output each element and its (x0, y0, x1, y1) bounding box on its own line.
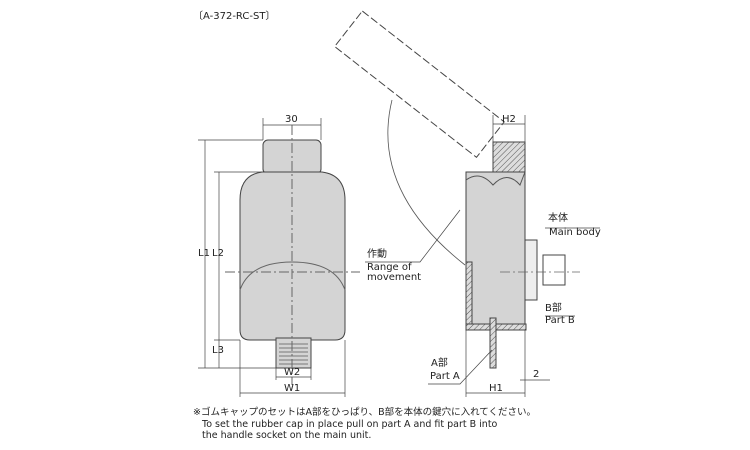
dim-w2: W2 (284, 367, 301, 378)
bolt-assembly (542, 254, 566, 286)
range-label-jp: 作動 (367, 249, 387, 260)
cap-tab-ribs (279, 343, 308, 365)
side-dimensions (365, 115, 600, 397)
note-jp: ※ゴムキャップのセットはA部をひっぱり、B部を本体の鍵穴に入れてください。 (193, 407, 537, 418)
range-label-en-1: Range of (367, 262, 412, 273)
instruction-note: ※ゴムキャップのセットはA部をひっぱり、B部を本体の鍵穴に入れてください。 To… (193, 407, 536, 442)
main-body (465, 171, 526, 331)
side-view (333, 10, 580, 369)
part-a-label-jp: A部 (431, 358, 448, 369)
part-b-label-en: Part B (545, 315, 575, 326)
handle-top (492, 141, 526, 173)
part-b-label-jp: B部 (545, 303, 562, 314)
cap-inner-curve (239, 261, 346, 291)
cap-tab (275, 337, 312, 369)
mounting-plate (524, 239, 538, 301)
note-en-2: the handle socket on the main unit. (202, 430, 372, 441)
drawing-title: 〔A-372-RC-ST〕 (193, 11, 276, 22)
dim-h1: H1 (489, 383, 503, 394)
front-dimensions (198, 118, 346, 397)
range-label-en-2: movement (367, 272, 422, 283)
cap-wave-edge (465, 171, 526, 186)
range-of-movement-arc (387, 99, 466, 266)
main-body-label-en: Main body (549, 227, 601, 238)
part-a-label-en: Part A (430, 371, 460, 382)
part-a-tab (489, 317, 497, 369)
note-en-1: To set the rubber cap in place pull on p… (202, 418, 498, 430)
front-view (225, 125, 360, 385)
main-body-label-jp: 本体 (548, 213, 568, 224)
dim-30: 30 (285, 114, 298, 125)
dim-l1: L1 (198, 248, 210, 259)
dim-l3: L3 (212, 345, 224, 356)
part-a-leader (428, 349, 493, 385)
handle-open-position (333, 10, 505, 159)
dim-gap: 2 (533, 369, 540, 380)
dim-w1: W1 (284, 383, 301, 394)
dim-l2: L2 (212, 248, 224, 259)
cap-wall-section (465, 261, 473, 325)
range-leader (365, 209, 461, 263)
dim-h2: H2 (502, 114, 516, 125)
